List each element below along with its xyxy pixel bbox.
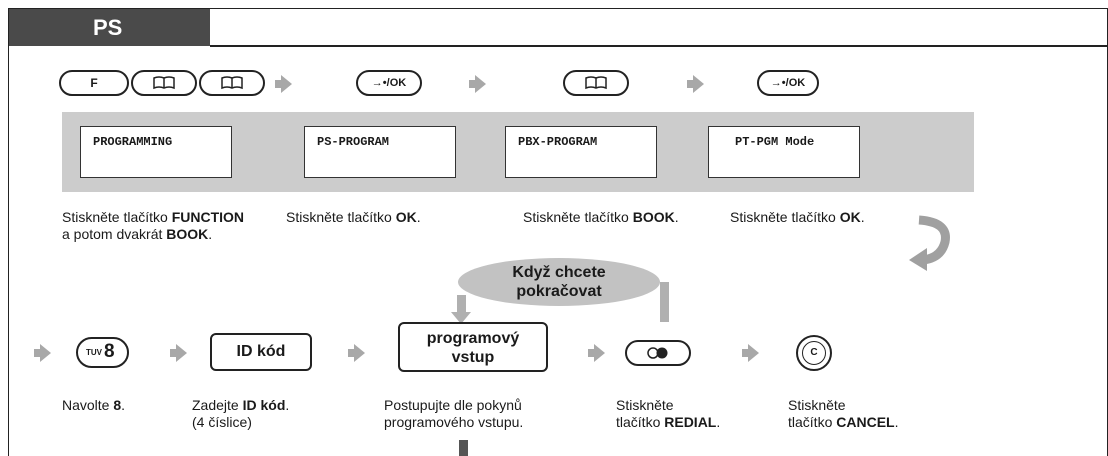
step-arrow-icon xyxy=(687,75,704,93)
step-caption: Stiskněte tlačítko OK. xyxy=(730,209,865,225)
programming-entry-label: programový xyxy=(426,330,520,347)
step-arrow-icon xyxy=(348,344,365,362)
cancel-key: C xyxy=(796,335,832,371)
step-arrow-icon xyxy=(588,344,605,362)
connector-line xyxy=(660,282,669,322)
book-key xyxy=(563,70,629,96)
lcd-display: PBX-PROGRAM xyxy=(505,126,657,178)
step-arrow-icon xyxy=(742,344,759,362)
lcd-text: PS-PROGRAM xyxy=(317,135,390,149)
step-caption: Stiskněte tlačítko BOOK. xyxy=(523,209,679,225)
ok-key-label: →•/OK xyxy=(371,77,407,89)
lcd-text: PBX-PROGRAM xyxy=(518,135,598,149)
function-key: F xyxy=(59,70,129,96)
ok-key: →•/OK xyxy=(356,70,422,96)
step-caption: Zadejte ID kód.(4 číslice) xyxy=(192,397,290,430)
redial-icon xyxy=(647,347,668,359)
programming-entry-box: programový vstup xyxy=(398,322,548,372)
step-arrow-icon xyxy=(469,75,486,93)
id-code-box: ID kód xyxy=(210,333,312,371)
lcd-display: PT-PGM Mode xyxy=(708,126,860,178)
lcd-display: PS-PROGRAM xyxy=(304,126,456,178)
book-icon xyxy=(153,76,175,90)
cancel-key-inner: C xyxy=(802,341,826,365)
step-caption: Stiskněte tlačítko OK. xyxy=(286,209,421,225)
connector-line xyxy=(459,440,468,456)
continue-text: pokračovat xyxy=(516,283,602,300)
return-arrow-icon xyxy=(909,215,950,271)
section-tab: PS xyxy=(9,9,210,46)
connector-line xyxy=(457,295,466,317)
book-icon xyxy=(221,76,243,90)
key-8-digit: 8 xyxy=(104,341,115,362)
book-key xyxy=(199,70,265,96)
continue-text: Když chcete xyxy=(512,264,606,281)
ok-key: →•/OK xyxy=(757,70,819,96)
step-caption: Navolte 8. xyxy=(62,397,126,413)
ok-key-label: →•/OK xyxy=(770,77,806,89)
header-divider xyxy=(210,45,1108,47)
function-key-label: F xyxy=(90,76,98,90)
key-8: TUV 8 xyxy=(76,337,129,368)
lcd-text: PT-PGM Mode xyxy=(735,135,815,149)
programming-entry-label: vstup xyxy=(451,349,495,366)
id-code-label: ID kód xyxy=(236,343,286,360)
lcd-display: PROGRAMMING xyxy=(80,126,232,178)
book-key xyxy=(131,70,197,96)
step-arrow-icon xyxy=(170,344,187,362)
lcd-text: PROGRAMMING xyxy=(93,135,173,149)
down-arrow-icon xyxy=(451,312,471,324)
step-arrow-icon xyxy=(275,75,292,93)
step-arrow-icon xyxy=(34,344,51,362)
book-icon xyxy=(585,76,607,90)
key-8-letters: TUV xyxy=(86,348,102,357)
section-tab-label: PS xyxy=(93,15,123,40)
cancel-key-label: C xyxy=(810,347,818,358)
redial-key xyxy=(625,340,691,366)
continue-bubble: Když chcete pokračovat xyxy=(458,258,660,306)
